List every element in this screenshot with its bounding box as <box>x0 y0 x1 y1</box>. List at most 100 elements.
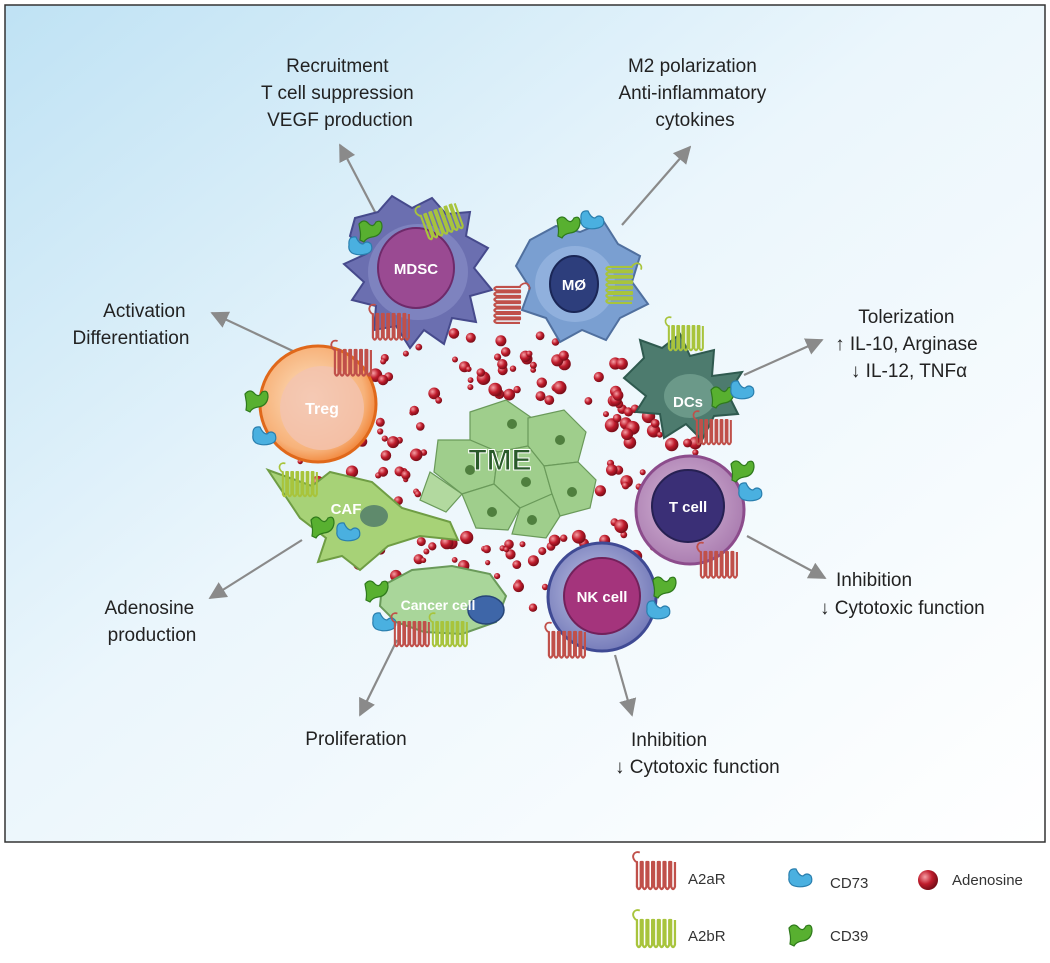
legend-a2br-icon <box>632 909 677 949</box>
adenosine-dot <box>646 424 661 438</box>
arrow-mdsc <box>339 143 376 213</box>
adenosine-dot <box>460 530 474 545</box>
adenosine-dot <box>614 519 629 534</box>
adenosine-dot <box>500 347 511 357</box>
adenosine-dot <box>375 417 385 427</box>
legend: A2aR A2bR CD73 CD39 Adenosine <box>632 851 1023 949</box>
adenosine-dot <box>452 356 458 363</box>
effect-tcell-line-1: Inhibition <box>836 570 912 591</box>
mdsc-label: MDSC <box>394 261 438 278</box>
effect-caf-line-2: production <box>108 625 197 646</box>
adenosine-dot <box>497 359 508 370</box>
adenosine-dot <box>409 405 419 416</box>
adenosine-dot <box>612 389 624 401</box>
adenosine-dot <box>571 529 586 544</box>
adenosine-dot <box>451 557 458 563</box>
adenosine-dot <box>519 541 526 548</box>
adenosine-dot <box>535 391 546 402</box>
adenosine-dot <box>603 411 609 418</box>
legend-a2ar-icon <box>632 851 677 891</box>
adenosine-dot <box>488 382 503 397</box>
adenosine-dot <box>416 422 425 431</box>
effect-caf: Adenosine production <box>104 598 199 646</box>
arrow-dcs <box>743 338 824 377</box>
effect-macrophage-line-1: M2 polarization <box>628 56 757 77</box>
arrow-treg <box>210 311 296 353</box>
adenosine-dot <box>639 469 646 476</box>
effect-macrophage-line-3: cytokines <box>655 110 734 131</box>
treg-label: Treg <box>305 401 339 418</box>
arrow-cancer <box>359 639 398 717</box>
macrophage-label: MØ <box>562 277 586 294</box>
adenosine-dot <box>536 377 547 388</box>
adenosine-dot <box>345 465 359 478</box>
adenosine-dot <box>428 542 437 551</box>
legend-a2ar-label: A2aR <box>688 871 726 888</box>
adenosine-dot <box>529 361 537 369</box>
adenosine-dot <box>482 545 491 554</box>
adenosine-dot <box>513 385 521 394</box>
adenosine-dot <box>683 438 692 448</box>
adenosine-dot <box>665 437 679 452</box>
adenosine-dot <box>621 428 634 441</box>
effect-mdsc: Recruitment T cell suppression VEGF prod… <box>261 56 419 131</box>
adenosine-dot <box>526 350 533 357</box>
arrow-macrophage <box>621 145 692 226</box>
legend-cd39-icon <box>788 924 813 947</box>
adenosine-dot <box>381 435 388 442</box>
mdsc-cell: MDSC <box>342 194 494 350</box>
effect-nkcell: Inhibition ↓ Cytotoxic function <box>615 730 780 778</box>
adenosine-dot <box>513 581 524 593</box>
effect-mdsc-line-3: VEGF production <box>267 110 413 131</box>
adenosine-dot <box>428 387 441 400</box>
legend-cd39-label: CD39 <box>830 928 868 945</box>
dcs-label: DCs <box>673 394 703 411</box>
tme-label: TME <box>468 444 531 477</box>
legend-cd73-label: CD73 <box>830 875 868 892</box>
adenosine-dot <box>467 377 474 383</box>
effect-dcs: Tolerization ↑ IL-10, Arginase ↓ IL-12, … <box>835 307 983 382</box>
adenosine-dot <box>584 397 593 405</box>
adenosine-dot <box>435 396 443 404</box>
adenosine-dot <box>606 464 618 476</box>
cancer-label: Cancer cell <box>401 597 476 613</box>
macrophage-cell: MØ <box>514 220 650 344</box>
adenosine-dot <box>541 583 549 591</box>
adenosine-dot <box>495 335 507 347</box>
effect-caf-line-1: Adenosine <box>104 598 194 619</box>
tcell-label: T cell <box>669 499 707 516</box>
effect-nkcell-line-2: ↓ Cytotoxic function <box>615 757 780 778</box>
adenosine-dot <box>656 431 663 438</box>
arrow-caf <box>208 539 303 599</box>
adenosine-dot <box>465 366 472 372</box>
surface-markers <box>244 203 763 659</box>
adenosine-dot <box>594 485 607 497</box>
adenosine-dot <box>494 353 502 361</box>
adenosine-dot <box>377 374 389 386</box>
adenosine-dot <box>538 547 547 556</box>
adenosine-dot <box>380 450 392 461</box>
effect-arrows <box>208 143 827 717</box>
adenosine-dot <box>377 428 384 435</box>
tcell-cell: T cell <box>634 454 746 566</box>
adenosine-dot <box>509 365 517 372</box>
adenosine-dot <box>560 534 568 542</box>
nkcell-cell: NK cell <box>546 541 658 653</box>
adenosine-dot <box>448 328 460 339</box>
adenosine-dot <box>593 371 604 383</box>
adenosine-dot <box>544 395 555 405</box>
adenosine-dot <box>551 338 560 346</box>
adenosine-dot <box>503 546 510 553</box>
adenosine-dot <box>558 350 569 361</box>
adenosine-dot <box>387 436 400 449</box>
legend-a2br-label: A2bR <box>688 928 726 945</box>
adenosine-dot <box>692 449 699 456</box>
adenosine-dot <box>485 560 491 566</box>
adenosine-dot <box>528 603 538 612</box>
effect-dcs-line-2: ↑ IL-10, Arginase <box>835 334 978 355</box>
adenosine-dot <box>401 470 411 480</box>
adenosine-dot <box>688 436 702 450</box>
effect-macrophage: M2 polarization Anti-inflammatory cytoki… <box>618 56 771 131</box>
adenosine-dot <box>415 343 423 351</box>
